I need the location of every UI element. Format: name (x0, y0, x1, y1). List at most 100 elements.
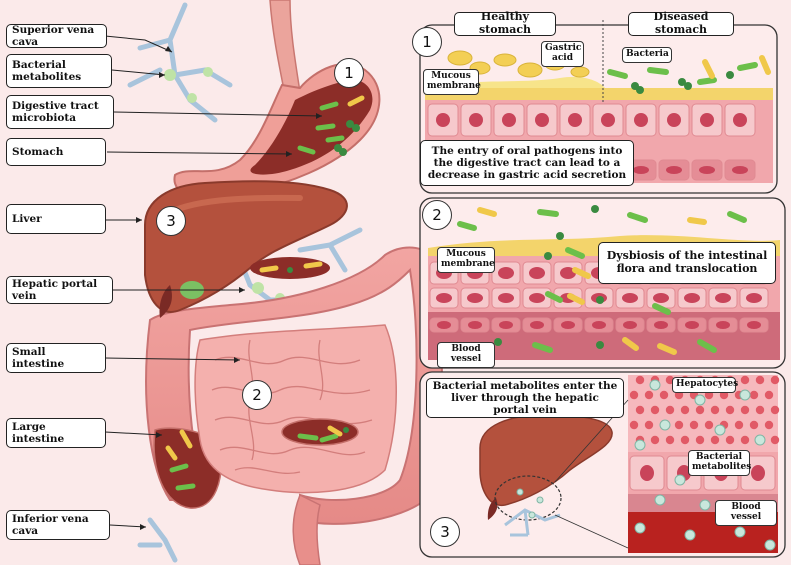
panel-3-cells (629, 375, 780, 491)
arrowheads (136, 46, 322, 530)
hepatocyte-nucleus (764, 420, 774, 430)
hepatocyte-nucleus (635, 375, 645, 385)
leader-arrows (104, 35, 323, 528)
hepatocyte-nucleus (674, 390, 684, 400)
hepatocyte-nucleus (749, 420, 759, 430)
cell-nucleus (529, 293, 545, 303)
cell-nucleus (467, 293, 483, 303)
hepatocyte-nucleus (770, 375, 780, 385)
hepatocyte-nucleus (770, 435, 780, 445)
cell-nucleus (654, 321, 668, 329)
cell-nucleus (601, 113, 615, 127)
cell-nucleus (499, 321, 513, 329)
cell-nucleus (634, 113, 648, 127)
rectum-shape (292, 493, 321, 565)
panel-3-zoom-line-2 (554, 514, 629, 549)
cell-nucleus (468, 321, 482, 329)
panel-1-bacteria (607, 55, 771, 94)
stomach-inner-shape (250, 79, 373, 175)
hepatocyte-nucleus (665, 435, 675, 445)
cell-nucleus (715, 293, 731, 303)
gallbladder-shape (159, 285, 172, 318)
hepatocyte-nucleus (755, 375, 765, 385)
cell-nucleus (640, 465, 654, 481)
panel-3-dashed-zoom (494, 475, 562, 521)
cell-nucleus (437, 321, 451, 329)
hepatocyte-nucleus (704, 420, 714, 430)
hepatocyte-nucleus (740, 405, 750, 415)
gastric-acid-clouds (447, 50, 590, 78)
panel-2-mucous-membrane-tag: Mucous membrane (437, 247, 495, 273)
small-intestine-shape (194, 324, 397, 494)
cell-nucleus (633, 166, 649, 174)
hepatocyte-nucleus (650, 405, 660, 415)
hepatocyte-nucleus (629, 420, 639, 430)
hepatocyte-nucleus (644, 420, 654, 430)
hepatocyte-nucleus (659, 390, 669, 400)
cell-nucleus (592, 321, 606, 329)
gastric-acid-tag: Gastric acid (541, 41, 584, 67)
cell-nucleus (622, 293, 638, 303)
cell-nucleus (498, 267, 514, 279)
cell-nucleus (469, 113, 483, 127)
hepatocyte-nucleus (629, 390, 639, 400)
cell-nucleus (716, 321, 730, 329)
hepatocyte-nucleus (689, 420, 699, 430)
cell-nucleus (700, 113, 714, 127)
healthy-stomach-title: Healthy stomach (454, 11, 556, 36)
panel-1-caption: The entry of oral pathogens into the dig… (420, 140, 634, 186)
label-large-intestine: Large intestine (6, 418, 106, 448)
hepatocyte-nucleus (725, 435, 735, 445)
cell-nucleus (535, 113, 549, 127)
cell-nucleus (530, 321, 544, 329)
panel-1-mucous-membrane-tag: Mucous membrane (423, 69, 481, 95)
panel-2-caption: Dysbiosis of the intestinal flora and tr… (598, 242, 776, 284)
hepatocyte-nucleus (770, 405, 780, 415)
cell-nucleus (529, 267, 545, 279)
label-small-intestine: Small intestine (6, 343, 106, 373)
cell-nucleus (747, 321, 761, 329)
cell-nucleus (568, 113, 582, 127)
cell-nucleus (666, 166, 682, 174)
cell-nucleus (684, 293, 700, 303)
hepatocyte-nucleus (680, 435, 690, 445)
esophagus-shape (269, 0, 301, 96)
hepatocyte-nucleus (719, 390, 729, 400)
hepatocyte-nucleus (710, 405, 720, 415)
hepatocyte-nucleus (749, 390, 759, 400)
cell-nucleus (502, 113, 516, 127)
label-stomach: Stomach (6, 138, 106, 166)
large-intestine-shape (145, 246, 443, 525)
hepatocyte-nucleus (680, 405, 690, 415)
hepatocyte-nucleus (644, 390, 654, 400)
panel-3-caption: Bacterial metabolites enter the liver th… (426, 378, 624, 418)
cell-nucleus (436, 113, 450, 127)
bacteria-tag: Bacteria (622, 47, 672, 63)
hepatocyte-nucleus (764, 390, 774, 400)
hepatocyte-nucleus (695, 405, 705, 415)
cell-nucleus (685, 321, 699, 329)
marker-3-liver: 3 (156, 206, 186, 236)
hepatocyte-nucleus (740, 375, 750, 385)
hepatocyte-nucleus (704, 390, 714, 400)
marker-3-panel: 3 (430, 517, 460, 547)
panel-3-bacterial-metabolites-tag: Bacterial metabolites (688, 450, 751, 476)
label-inferior-vena-cava: Inferior vena cava (6, 510, 110, 540)
organ-bacteria (165, 95, 365, 491)
cell-nucleus (667, 113, 681, 127)
hepatocyte-nucleus (635, 405, 645, 415)
marker-1-panel: 1 (412, 27, 442, 57)
hepatocyte-nucleus (695, 435, 705, 445)
label-bacterial-metabolites: Bacterial metabolites (6, 54, 112, 88)
marker-1-stomach: 1 (334, 58, 364, 88)
label-digestive-tract-microbiota: Digestive tract microbiota (6, 95, 114, 129)
label-liver: Liver (6, 204, 106, 234)
hepatocyte-nucleus (755, 405, 765, 415)
cell-nucleus (653, 293, 669, 303)
cell-nucleus (751, 465, 765, 481)
cell-nucleus (436, 293, 452, 303)
liver-shape (144, 180, 348, 313)
hepatocyte-nucleus (725, 405, 735, 415)
label-hepatic-portal-vein: Hepatic portal vein (6, 276, 113, 304)
